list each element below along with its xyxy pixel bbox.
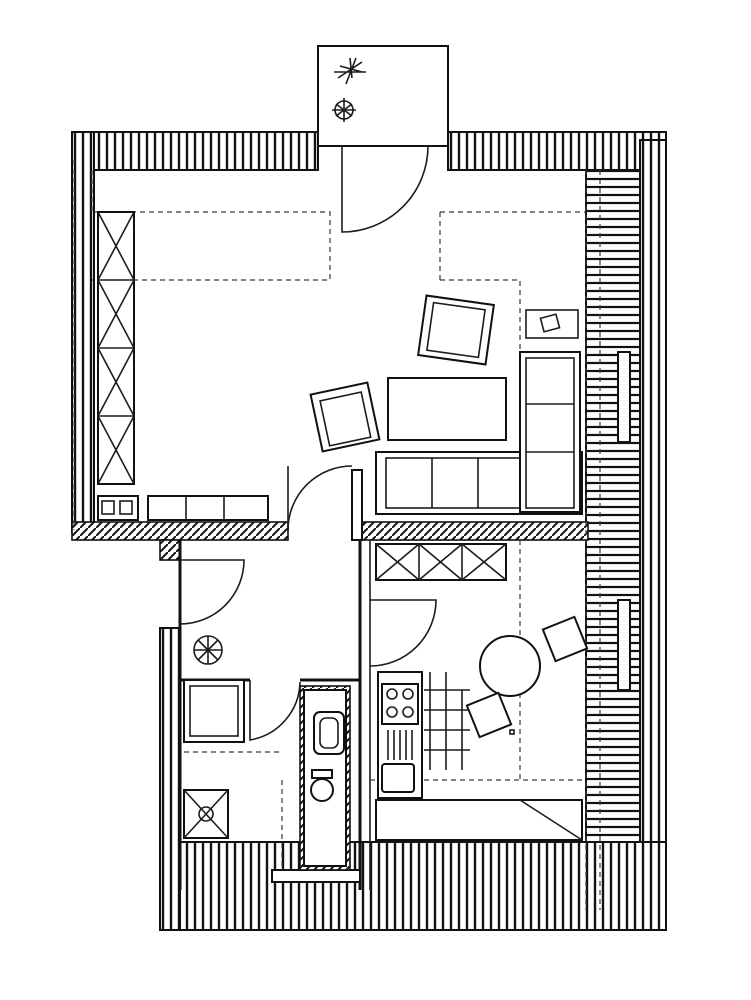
corner-sofa [375,351,583,515]
light-fixture-icon [193,635,223,665]
kitchen-sink-icon [381,763,415,793]
toilet-icon [310,769,334,802]
dining-chair [465,691,513,739]
living-room [97,211,583,521]
plant-icon [332,57,366,122]
wardrobe [97,211,135,485]
doors [179,145,437,741]
armchair [309,381,381,453]
sink-icon [313,711,345,755]
coffee-table [387,377,507,441]
side-table [525,309,579,339]
dining-chair [541,615,589,663]
kitchen-counter [375,799,583,841]
kitchen-floor-tiles [424,672,479,770]
kitchen [375,671,583,841]
stove-icon [381,683,419,725]
dining-chair [509,729,515,735]
storage-closet [375,543,507,581]
bathroom [299,685,351,871]
balcony [317,45,449,147]
armchair [417,294,495,366]
boiler-icon [183,789,229,839]
round-table [479,635,541,697]
hallway [193,635,223,665]
lowboard [97,495,269,521]
outer-walls [71,131,667,931]
washing-machine-icon [183,679,245,743]
dining-area [465,615,589,739]
utility-room [183,679,282,839]
slope-lines [73,160,601,910]
drainboard [387,730,413,760]
interior-walls [71,469,589,890]
